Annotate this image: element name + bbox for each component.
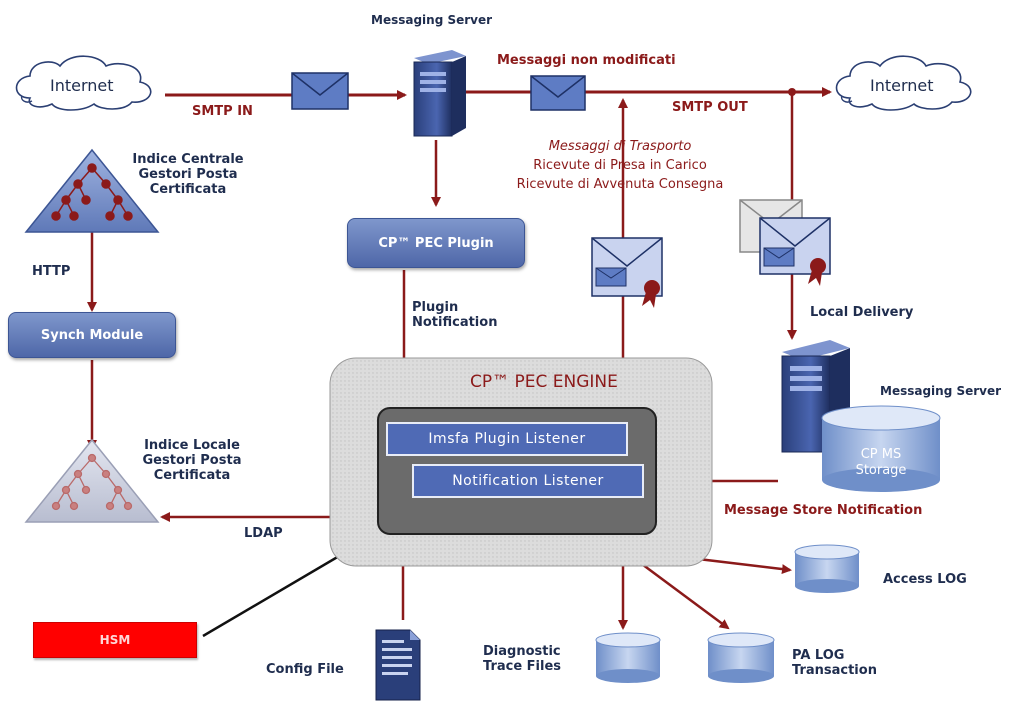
plugin-notification-line1: Plugin [412, 300, 459, 315]
pa-log-line2: Transaction [792, 663, 877, 678]
pa-log-line1: PA LOG [792, 648, 845, 663]
diagnostic-cylinder-icon [595, 632, 661, 683]
internet-cloud-right-icon [835, 55, 972, 111]
access-log-label: Access LOG [883, 572, 967, 587]
indice-locale-tree-icon [24, 438, 160, 523]
messaging-server-top-label: Messaging Server [371, 13, 493, 27]
messaging-server-right-label: Messaging Server [880, 384, 1002, 398]
pa-log-label: PA LOG Transaction [792, 648, 877, 678]
plugin-notification-label: Plugin Notification [412, 300, 497, 330]
indice-centrale-line3: Certificata [149, 182, 227, 197]
pa-log-cylinder-icon [707, 632, 775, 683]
indice-centrale-tree-icon [24, 148, 160, 233]
indice-locale-line1: Indice Locale [144, 438, 240, 453]
transport-note-line1: Messaggi di Trasporto [548, 139, 692, 154]
http-label: HTTP [32, 264, 71, 279]
smtp-out-label: SMTP OUT [672, 100, 748, 115]
synch-module-box: Synch Module [8, 312, 176, 358]
cp-ms-storage-label: CP MS Storage [832, 447, 930, 479]
smtp-in-label: SMTP IN [192, 104, 253, 119]
hsm-box: HSM [33, 622, 197, 658]
indice-locale-line3: Certificata [153, 468, 231, 483]
envelope-icon [530, 75, 586, 111]
config-file-label: Config File [266, 662, 344, 677]
access-log-cylinder-icon [794, 544, 860, 593]
plugin-notification-line2: Notification [412, 315, 498, 330]
local-delivery-label: Local Delivery [810, 305, 914, 320]
diagnostic-line2: Trace Files [483, 659, 562, 674]
cp-ms-storage-icon [821, 405, 941, 492]
messaging-server-top-icon [413, 50, 466, 137]
config-file-icon [375, 629, 421, 701]
transport-note-line3: Ricevute di Avvenuta Consegna [516, 177, 724, 192]
message-store-notification-label: Message Store Notification [724, 503, 923, 518]
envelope-icon [291, 72, 349, 110]
cp-ms-storage-line1: CP MS [860, 447, 902, 462]
diagnostic-label: Diagnostic Trace Files [483, 644, 561, 674]
cp-ms-storage-line2: Storage [855, 463, 907, 478]
notification-listener-box: Notification Listener [412, 464, 644, 498]
imsfa-plugin-listener-box: Imsfa Plugin Listener [386, 422, 628, 456]
cp-pec-plugin-box: CP™ PEC Plugin [347, 218, 525, 268]
certified-envelope-icon [591, 237, 663, 308]
indice-centrale-line1: Indice Centrale [132, 152, 244, 167]
transport-notes: Messaggi di Trasporto Ricevute di Presa … [470, 137, 770, 194]
transport-note-line2: Ricevute di Presa in Carico [533, 158, 707, 173]
local-delivery-envelopes-icon [739, 199, 831, 286]
indice-centrale-line2: Gestori Posta [138, 167, 238, 182]
internet-cloud-left-icon [15, 55, 152, 111]
diagnostic-line1: Diagnostic [483, 644, 561, 659]
indice-centrale-label: Indice Centrale Gestori Posta Certificat… [108, 152, 268, 197]
internet-right-label: Internet [870, 76, 934, 95]
messaggi-non-modificati-label: Messaggi non modificati [497, 53, 676, 68]
indice-locale-line2: Gestori Posta [142, 453, 242, 468]
indice-locale-label: Indice Locale Gestori Posta Certificata [112, 438, 272, 483]
internet-left-label: Internet [50, 76, 114, 95]
engine-title: CP™ PEC ENGINE [470, 372, 618, 392]
ldap-label: LDAP [244, 526, 283, 541]
